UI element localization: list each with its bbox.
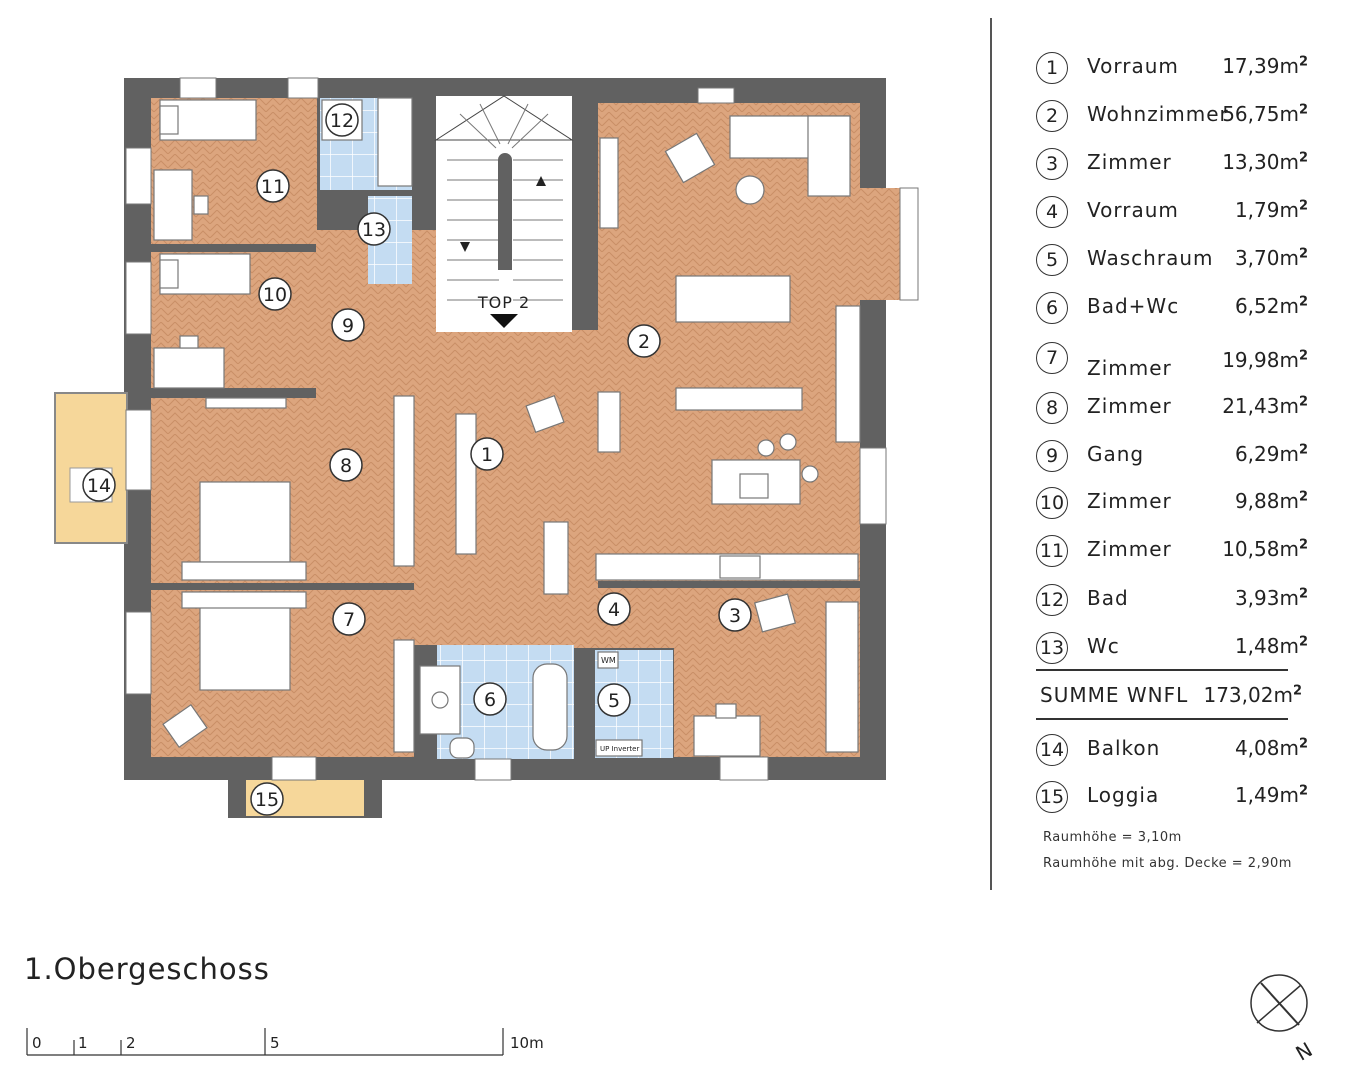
room-marker-4: 4	[597, 592, 631, 626]
room-marker-15: 15	[250, 782, 284, 816]
legend-row-7: 7 Zimmer 19,98m2	[1036, 342, 1316, 380]
svg-text:5: 5	[608, 690, 620, 712]
svg-text:5: 5	[270, 1034, 280, 1052]
room-markers: 1 2 3 4 5 6 7 8 9 10 11 12 13 14 15	[82, 103, 752, 816]
svg-text:9: 9	[342, 315, 354, 337]
legend-row-10: 10 Zimmer 9,88m2	[1036, 487, 1316, 523]
legend-row-6: 6 Bad+Wc 6,52m2	[1036, 292, 1316, 328]
svg-text:8: 8	[340, 455, 352, 477]
scale-labels: 0 1 2 5 10m	[32, 1034, 544, 1052]
svg-text:13: 13	[362, 219, 386, 241]
room-height-ceiling-note: Raumhöhe mit abg. Decke = 2,90m	[1043, 856, 1292, 871]
room-marker-7: 7	[332, 602, 366, 636]
svg-text:15: 15	[255, 789, 279, 811]
room-marker-5: 5	[597, 683, 631, 717]
svg-text:11: 11	[261, 176, 285, 198]
compass: N	[1250, 974, 1317, 1066]
scale-bar	[26, 1028, 504, 1056]
wm-label: WM	[601, 656, 616, 665]
svg-text:0: 0	[32, 1034, 42, 1052]
svg-text:1: 1	[78, 1034, 88, 1052]
legend-row-5: 5 Waschraum 3,70m2	[1036, 244, 1316, 280]
svg-text:1: 1	[481, 444, 493, 466]
room-marker-14: 14	[82, 468, 116, 502]
svg-text:2: 2	[638, 331, 650, 353]
svg-text:3: 3	[729, 605, 741, 627]
svg-text:10: 10	[263, 284, 287, 306]
room-marker-6: 6	[473, 682, 507, 716]
sum-line-bottom	[1036, 718, 1288, 720]
room-marker-10: 10	[258, 277, 292, 311]
legend-row-13: 13 Wc 1,48m2	[1036, 632, 1316, 668]
room-marker-3: 3	[718, 598, 752, 632]
room-marker-11: 11	[256, 169, 290, 203]
legend-row-2: 2 Wohnzimmer 56,75m2	[1036, 100, 1316, 136]
svg-text:14: 14	[87, 475, 111, 497]
room-marker-1: 1	[470, 437, 504, 471]
room-marker-9: 9	[331, 308, 365, 342]
svg-text:2: 2	[126, 1034, 136, 1052]
stairwell: TOP 2	[434, 95, 574, 332]
room-marker-13: 13	[357, 212, 391, 246]
legend-row-12: 12 Bad 3,93m2	[1036, 584, 1316, 620]
legend-sum-row: SUMME WNFL 173,02m2	[1040, 683, 1302, 707]
windows	[125, 77, 919, 781]
svg-text:7: 7	[343, 609, 355, 631]
legend-row-3: 3 Zimmer 13,30m2	[1036, 148, 1316, 184]
legend-row-14: 14 Balkon 4,08m2	[1036, 734, 1316, 770]
room-marker-8: 8	[329, 448, 363, 482]
legend-row-1: 1 Vorraum 17,39m2	[1036, 52, 1316, 88]
legend-row-4: 4 Vorraum 1,79m2	[1036, 196, 1316, 232]
stair-label: TOP 2	[477, 293, 530, 312]
legend-row-11: 11 Zimmer 10,58m2	[1036, 535, 1316, 571]
svg-text:6: 6	[484, 689, 496, 711]
legend-divider	[990, 18, 992, 890]
sum-line-top	[1036, 669, 1288, 671]
room-height-note: Raumhöhe = 3,10m	[1043, 830, 1182, 845]
room-marker-12: 12	[325, 103, 359, 137]
svg-text:12: 12	[330, 110, 354, 132]
legend-row-15: 15 Loggia 1,49m2	[1036, 781, 1316, 817]
heater-label: UP Inverter	[600, 745, 639, 753]
svg-text:4: 4	[608, 599, 620, 621]
floor-title: 1.Obergeschoss	[24, 952, 270, 986]
furniture	[153, 97, 861, 759]
svg-text:10m: 10m	[510, 1034, 544, 1052]
room-marker-2: 2	[627, 324, 661, 358]
compass-north-label: N	[1292, 1037, 1317, 1065]
legend-row-9: 9 Gang 6,29m2	[1036, 440, 1316, 476]
legend-row-8: 8 Zimmer 21,43m2	[1036, 392, 1316, 428]
